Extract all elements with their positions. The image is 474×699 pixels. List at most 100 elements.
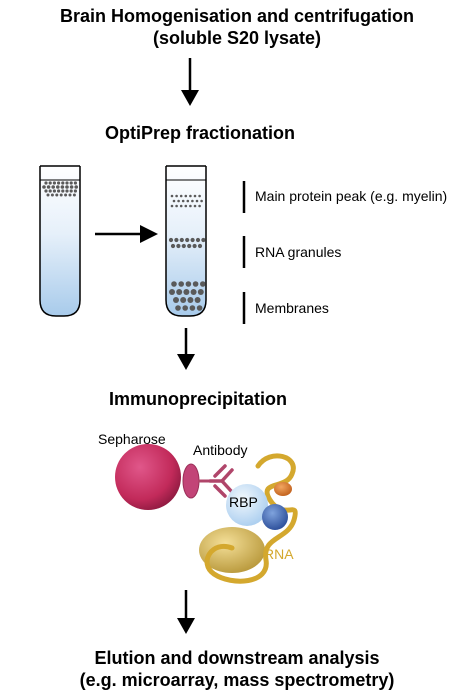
particle-dot xyxy=(192,243,197,249)
particle-dot xyxy=(195,199,199,203)
particle-dot xyxy=(191,199,194,203)
particle-dot xyxy=(198,204,201,208)
sepharose-bead xyxy=(115,444,181,510)
step1-subtitle: (soluble S20 lysate) xyxy=(152,28,322,48)
rna-strand xyxy=(204,453,298,584)
particle-dot xyxy=(61,189,65,193)
particle-dot xyxy=(176,243,181,249)
label-membranes: Membranes xyxy=(255,300,329,316)
particle-dot xyxy=(69,189,73,193)
particle-dot xyxy=(187,243,192,249)
particle-dot xyxy=(175,305,181,311)
particle-dot xyxy=(69,181,73,185)
particle-dot xyxy=(201,237,206,243)
particle-dot xyxy=(190,289,197,295)
particle-dot xyxy=(168,237,174,243)
particle-dot xyxy=(185,281,192,287)
linker xyxy=(182,463,200,499)
particle-dot xyxy=(178,281,184,287)
particle-dot xyxy=(55,193,59,197)
particle-dot xyxy=(175,194,178,198)
particle-dot xyxy=(187,297,194,303)
antibody-icon xyxy=(208,464,234,498)
particle-dot xyxy=(74,185,78,189)
particle-dot xyxy=(59,193,63,197)
ip-illustration xyxy=(115,444,298,584)
protein-orange xyxy=(274,482,292,496)
label-rna-granules: RNA granules xyxy=(255,244,342,260)
particle-dot xyxy=(186,199,190,203)
particle-dot xyxy=(195,237,201,243)
particle-dot xyxy=(180,297,187,303)
particle-dot xyxy=(173,297,179,303)
particle-dot xyxy=(57,189,61,193)
particle-dot xyxy=(189,204,192,208)
particle-dot xyxy=(44,181,48,185)
particle-dot xyxy=(51,185,55,189)
particle-dot xyxy=(65,181,69,185)
protein-blue xyxy=(262,504,288,530)
particle-dot xyxy=(46,193,50,197)
particle-dot xyxy=(46,185,51,189)
particle-dot xyxy=(181,243,186,249)
step4-subtitle: (e.g. microarray, mass spectrometry) xyxy=(79,670,395,690)
particle-dot xyxy=(42,185,46,189)
particle-dot xyxy=(171,281,177,287)
particle-dot xyxy=(196,305,203,311)
particle-dot xyxy=(184,204,188,208)
particle-dot xyxy=(182,305,188,311)
particle-dot xyxy=(64,193,68,197)
label-sepharose: Sepharose xyxy=(98,431,166,447)
particle-dot xyxy=(176,289,183,295)
particle-dot xyxy=(48,181,52,185)
particle-dot xyxy=(197,243,203,249)
particle-dot xyxy=(190,237,195,243)
down-arrow-1 xyxy=(181,58,199,106)
step2-title: OptiPrep fractionation xyxy=(104,123,295,143)
lysate-dots xyxy=(42,181,78,197)
particle-dot xyxy=(57,181,61,185)
particle-dot xyxy=(50,193,54,197)
tube-left xyxy=(39,165,81,317)
particle-dot xyxy=(194,297,201,303)
particle-dot xyxy=(179,194,183,198)
label-main-peak: Main protein peak (e.g. myelin) xyxy=(255,188,448,204)
particle-dot xyxy=(181,199,185,203)
particle-dot xyxy=(61,181,65,185)
particle-dot xyxy=(179,237,184,243)
particle-dot xyxy=(170,194,174,198)
particle-dot xyxy=(172,199,176,203)
particle-dot xyxy=(52,181,57,185)
particle-dot xyxy=(170,243,176,249)
particle-dot xyxy=(73,181,77,185)
step4-title: Elution and downstream analysis xyxy=(94,648,380,668)
particle-dot xyxy=(184,194,188,198)
particle-dot xyxy=(192,281,199,287)
particle-dot xyxy=(179,204,183,208)
particle-dot xyxy=(185,237,190,243)
particle-dot xyxy=(169,289,175,295)
particle-dot xyxy=(170,204,174,208)
particle-dot xyxy=(177,199,180,203)
particle-dot xyxy=(175,204,178,208)
right-arrow xyxy=(95,225,158,243)
label-rbp: RBP xyxy=(229,494,258,510)
particle-dot xyxy=(198,194,201,198)
particle-dot xyxy=(197,289,204,295)
particle-dot xyxy=(60,185,65,189)
particle-dot xyxy=(68,193,72,197)
step1-title: Brain Homogenisation and centrifugation xyxy=(59,6,414,26)
particle-dot xyxy=(174,237,179,243)
particle-dot xyxy=(73,189,77,193)
particle-dot xyxy=(189,305,196,311)
rbp-sphere xyxy=(226,484,268,526)
particle-dot xyxy=(189,194,192,198)
particle-dot xyxy=(44,189,48,193)
fraction-dots xyxy=(168,194,206,311)
particle-dot xyxy=(65,185,69,189)
particle-dot xyxy=(56,185,60,189)
particle-dot xyxy=(72,193,76,197)
particle-dot xyxy=(193,194,197,198)
particle-dot xyxy=(200,199,203,203)
